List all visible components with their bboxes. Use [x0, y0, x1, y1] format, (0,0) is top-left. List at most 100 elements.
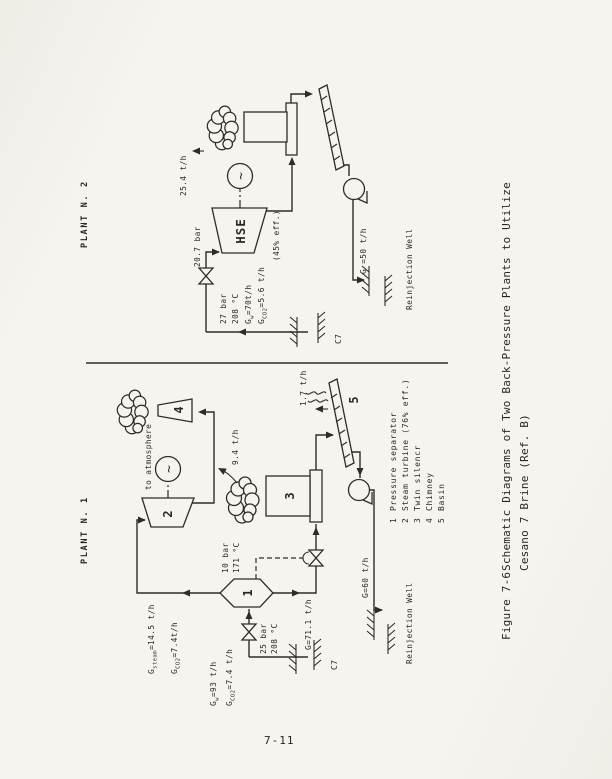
- plant1-well-co2-label: GCO2=7.4 t/h: [225, 649, 237, 706]
- arrow-icon: [216, 464, 227, 475]
- plant2-pump-feed: [343, 164, 350, 176]
- figure-label: Figure 7-6: [500, 572, 513, 640]
- legend-num: 5: [437, 517, 446, 523]
- arrow-icon: [212, 248, 220, 256]
- plant2-feed-temp-label: 208 °C: [231, 293, 240, 324]
- valve-actuator-icon: [302, 551, 310, 565]
- plant2-diagram: PLANT N. 2 C7 27 bar 208 °C Gw=70t/h GCO…: [80, 84, 414, 348]
- steam-cloud-icon: [225, 476, 260, 524]
- plant2-reinjection-well-label: Reinjection Well: [405, 228, 414, 310]
- plant2-feed-flow-label: Gw=70t/h: [244, 285, 256, 324]
- plant1-well-label: C7: [330, 660, 339, 670]
- plant1-turbine: [141, 497, 195, 528]
- arrow-icon: [375, 606, 383, 614]
- arrow-icon: [305, 90, 313, 98]
- ground-icon: [366, 609, 375, 641]
- plant2-inlet-pipe: [205, 251, 219, 332]
- plant1-reinjection-flow-label: G=60 t/h: [361, 557, 370, 598]
- plant1-title: PLANT N. 1: [80, 496, 90, 564]
- legend: 1 Pressure separator 2 Steam turbine (76…: [389, 379, 446, 523]
- generator-icon: [226, 162, 254, 190]
- arrow-icon: [356, 468, 364, 476]
- plant1-basin: [328, 378, 355, 468]
- plant2-well-label: C7: [334, 334, 343, 344]
- plant2-well-c7: [206, 311, 326, 348]
- valve-icon: [241, 623, 257, 641]
- plant2-turbine: [211, 207, 268, 254]
- generator-icon: [154, 455, 182, 483]
- plant1-feed-temp-label: 208 °C: [270, 623, 279, 654]
- plant1-silencer-outlet: [315, 434, 333, 470]
- plant2-exhaust-duct: [266, 159, 293, 212]
- arrow-icon: [192, 147, 200, 155]
- ground-icon: [384, 274, 393, 307]
- plant1-well-c7: [249, 638, 322, 675]
- chimney-number: 4: [172, 406, 186, 413]
- silencer-number: 3: [283, 492, 297, 499]
- silencer-base: [309, 469, 323, 523]
- plant2-steam-flow-label: 25.4 t/h: [179, 155, 188, 196]
- arrow-icon: [182, 589, 190, 597]
- plant2-silencer: [243, 111, 288, 143]
- arrow-icon: [312, 527, 320, 535]
- steam-cloud-icon: [206, 105, 239, 151]
- vapor-squiggle-icon: [305, 391, 327, 395]
- arrow-icon: [288, 157, 296, 165]
- plant1-steam-pipe: [136, 519, 220, 594]
- separator-number: 1: [241, 589, 255, 596]
- pump-icon: [347, 478, 373, 505]
- plant1-sep-pressure-label: 10 bar: [221, 542, 230, 573]
- arrow-icon: [292, 589, 300, 597]
- plant1-diagram: PLANT N. 1 C7 Gw=93 t/h GCO2=7.4 t/h 25 …: [80, 370, 446, 706]
- to-atmosphere-label: to atmosphere: [144, 424, 153, 490]
- legend-num: 2: [401, 517, 410, 523]
- ground-icon: [387, 622, 396, 655]
- plant1-reinjection-well-label: Reinjection Well: [405, 582, 414, 664]
- page-number: 7-11: [264, 734, 295, 747]
- basin-number: 5: [347, 396, 361, 403]
- control-signal-line: [255, 557, 303, 579]
- plant1-exhaust-duct: [192, 411, 215, 504]
- generator-symbol: ~: [162, 465, 177, 473]
- plant2-inlet-pressure-label: 20.7 bar: [193, 226, 202, 267]
- legend-label: Pressure separator: [389, 412, 398, 511]
- arrow-icon: [315, 405, 323, 413]
- caption-line1: Schematic Diagrams of Two Back-Pressure …: [500, 182, 513, 571]
- ground-icon: [317, 311, 326, 344]
- basin-hatch: [320, 95, 341, 161]
- plant1-silencer: [265, 475, 311, 517]
- ground-icon: [288, 643, 297, 675]
- schematic-figure: PLANT N. 1 C7 Gw=93 t/h GCO2=7.4 t/h 25 …: [80, 84, 531, 706]
- legend-label: Twin silencr: [413, 445, 422, 511]
- caption-line2: Cesano 7 Brine (Ref. B): [518, 414, 531, 571]
- generator-symbol: ~: [234, 172, 249, 180]
- vapor-squiggle-icon: [307, 399, 329, 403]
- legend-label: Chimney: [425, 472, 434, 511]
- plant1-reinjection-pipe: [370, 489, 382, 611]
- figure-caption: Figure 7-6 Schematic Diagrams of Two Bac…: [500, 182, 531, 640]
- plant1-steam-co2-label: GCO2=7.4t/h: [170, 622, 182, 674]
- plant1-basin-vapor-label: 1.7 t/h: [299, 370, 308, 406]
- basin-hatch: [330, 393, 351, 459]
- plant2-title: PLANT N. 2: [80, 180, 90, 248]
- control-valve-icon: [308, 549, 324, 567]
- arrow-icon: [357, 276, 365, 284]
- plant1-brine-pipe: [273, 524, 317, 594]
- plant1-brine-flow-label: G=71.1 t/h: [304, 599, 313, 650]
- plant2-turbine-label: HSE: [233, 218, 248, 244]
- plant2-reinjection-flow-label: G =50 t/h: [359, 228, 368, 274]
- plant2-basin: [318, 84, 345, 171]
- legend-label: Basin: [437, 483, 446, 511]
- arrow-icon: [198, 408, 206, 416]
- legend-num: 1: [389, 517, 398, 523]
- arrow-icon: [245, 611, 253, 619]
- plant1-well-flow-label: Gw=93 t/h: [209, 661, 221, 706]
- plant1-feed-pressure-label: 25 bar: [259, 623, 268, 654]
- ground-icon: [313, 638, 322, 671]
- figure-canvas: PLANT N. 1 C7 Gw=93 t/h GCO2=7.4 t/h 25 …: [70, 20, 550, 710]
- plant2-feed-co2-label: GCO2=5.6 t/h: [257, 267, 269, 324]
- turbine-number: 2: [161, 510, 175, 517]
- pump-icon: [342, 177, 368, 204]
- arrow-icon: [138, 516, 146, 524]
- arrow-icon: [238, 328, 246, 336]
